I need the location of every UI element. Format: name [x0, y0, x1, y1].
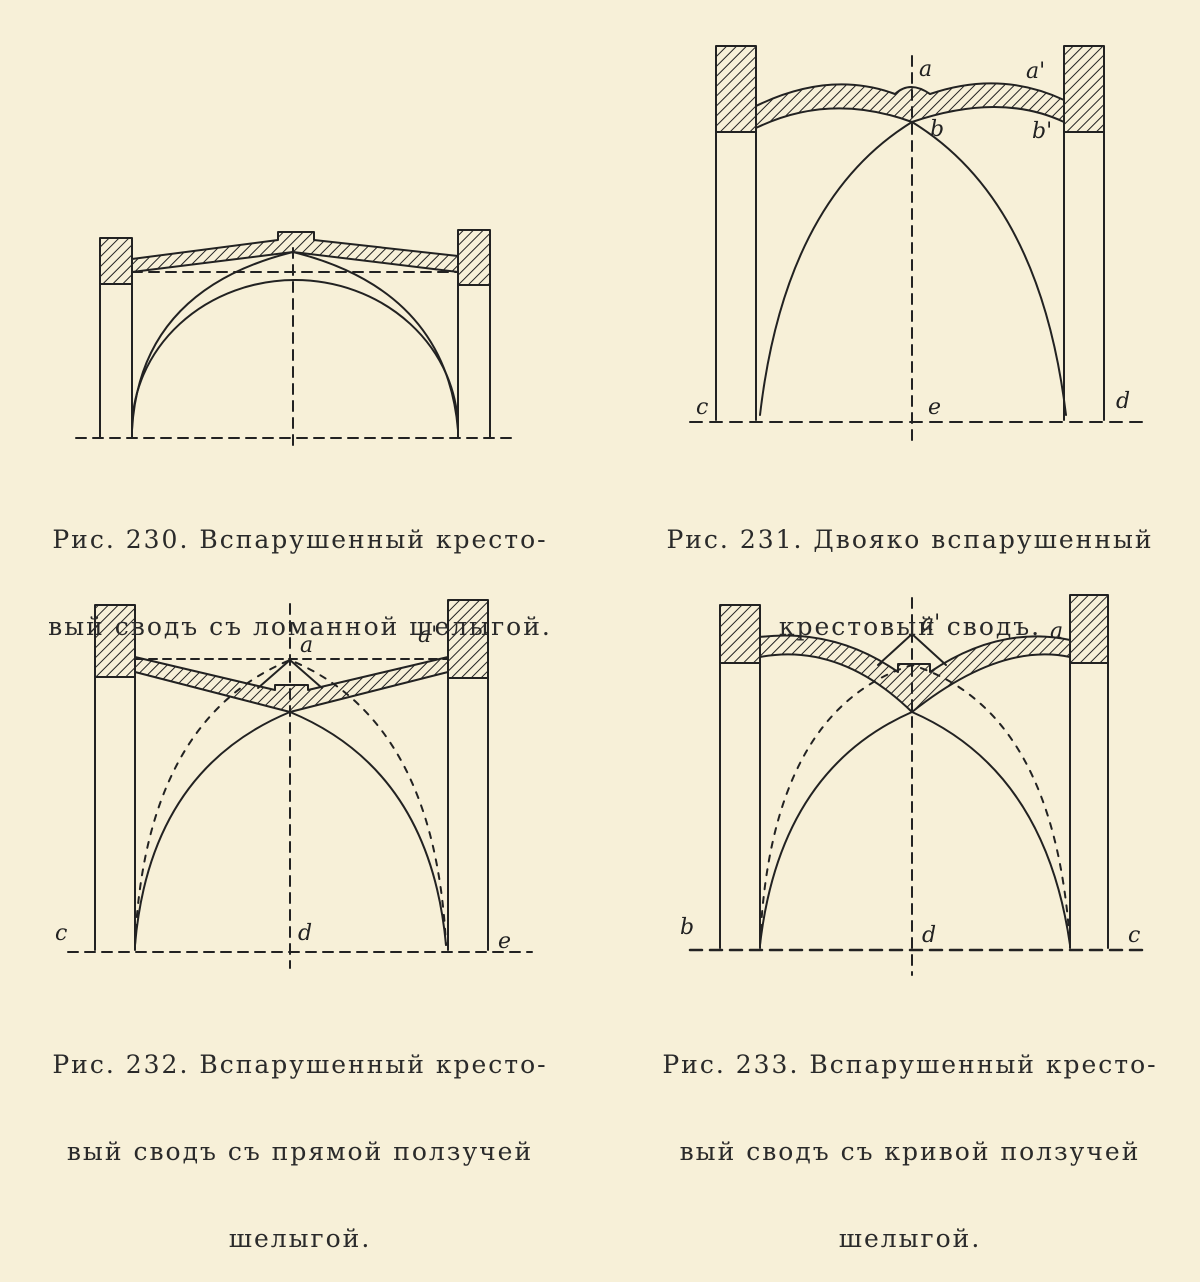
- caption-fig-232: Рис. 232. Вспарушенный кресто- вый сводъ…: [30, 992, 570, 1282]
- caption-line: крестовый сводъ.: [778, 612, 1042, 641]
- diagonal-arch: [131, 251, 459, 431]
- caption-fig-231: Рис. 231. Двояко вспарушенный крестовый …: [640, 467, 1180, 670]
- label-c: c: [696, 395, 708, 420]
- pier-right: [457, 284, 491, 439]
- label-e: e: [498, 929, 511, 954]
- caption-line: вый сводъ съ ломанной шелыгой.: [48, 612, 552, 641]
- wall-left: [719, 604, 761, 664]
- label-d: d: [922, 923, 936, 948]
- wall-left: [715, 45, 757, 133]
- label-a: a: [300, 633, 313, 658]
- label-a-prime: a': [418, 623, 437, 648]
- wall-left: [94, 604, 136, 678]
- pier-right: [447, 677, 489, 951]
- caption-line: шелыгой.: [838, 1224, 982, 1253]
- pier-right: [1069, 662, 1109, 949]
- caption-line: вый сводъ съ кривой ползучей: [679, 1137, 1141, 1166]
- label-d: d: [298, 921, 312, 946]
- vault-diagrams: a a' b b' c e d a a' c d e a' a b d c: [55, 45, 1147, 976]
- label-b: b: [680, 915, 694, 940]
- straight-crown-shell: [134, 656, 449, 713]
- wall-left: [99, 237, 133, 285]
- label-a: a: [1050, 619, 1063, 644]
- caption-fig-233: Рис. 233. Вспарушенный кресто- вый сводъ…: [640, 992, 1180, 1282]
- label-a-prime: a': [921, 611, 940, 636]
- pier-left: [94, 676, 136, 951]
- pier-left: [719, 662, 761, 949]
- pier-left: [99, 283, 133, 439]
- label-a: a: [919, 57, 932, 82]
- wall-right: [1063, 45, 1105, 133]
- caption-line: вый сводъ съ прямой ползучей: [66, 1137, 534, 1166]
- label-a-prime: a': [1026, 59, 1045, 84]
- wall-right: [457, 229, 491, 286]
- label-c: c: [55, 921, 67, 946]
- caption-line: шелыгой.: [228, 1224, 372, 1253]
- label-b-prime: b': [1032, 119, 1052, 144]
- wall-right: [447, 599, 489, 679]
- caption-line: Рис. 233. Вспарушенный кресто-: [662, 1050, 1158, 1079]
- label-b: b: [930, 117, 944, 142]
- pier-left: [715, 131, 757, 421]
- figure-231-drawing: [689, 45, 1146, 441]
- figure-232-drawing: [67, 599, 533, 969]
- caption-fig-230: Рис. 230. Вспарушенный кресто- вый сводъ…: [30, 467, 570, 670]
- label-d: d: [1116, 389, 1130, 414]
- caption-line: Рис. 231. Двояко вспарушенный: [666, 525, 1154, 554]
- caption-line: Рис. 230. Вспарушенный кресто-: [52, 525, 548, 554]
- wall-right: [1069, 594, 1109, 664]
- label-e: e: [928, 395, 941, 420]
- label-c: c: [1128, 923, 1140, 948]
- pier-right: [1063, 131, 1105, 421]
- curved-crown-shell: [759, 634, 1071, 713]
- figure-233-drawing: [688, 594, 1147, 976]
- pointed-arch: [759, 121, 1067, 416]
- figure-230-drawing: [75, 229, 513, 449]
- semicircular-arch: [131, 279, 459, 431]
- pointed-arch: [759, 711, 1071, 946]
- dashed-arch: [134, 659, 447, 946]
- caption-line: Рис. 232. Вспарушенный кресто-: [52, 1050, 548, 1079]
- double-curved-shell: [755, 82, 1065, 129]
